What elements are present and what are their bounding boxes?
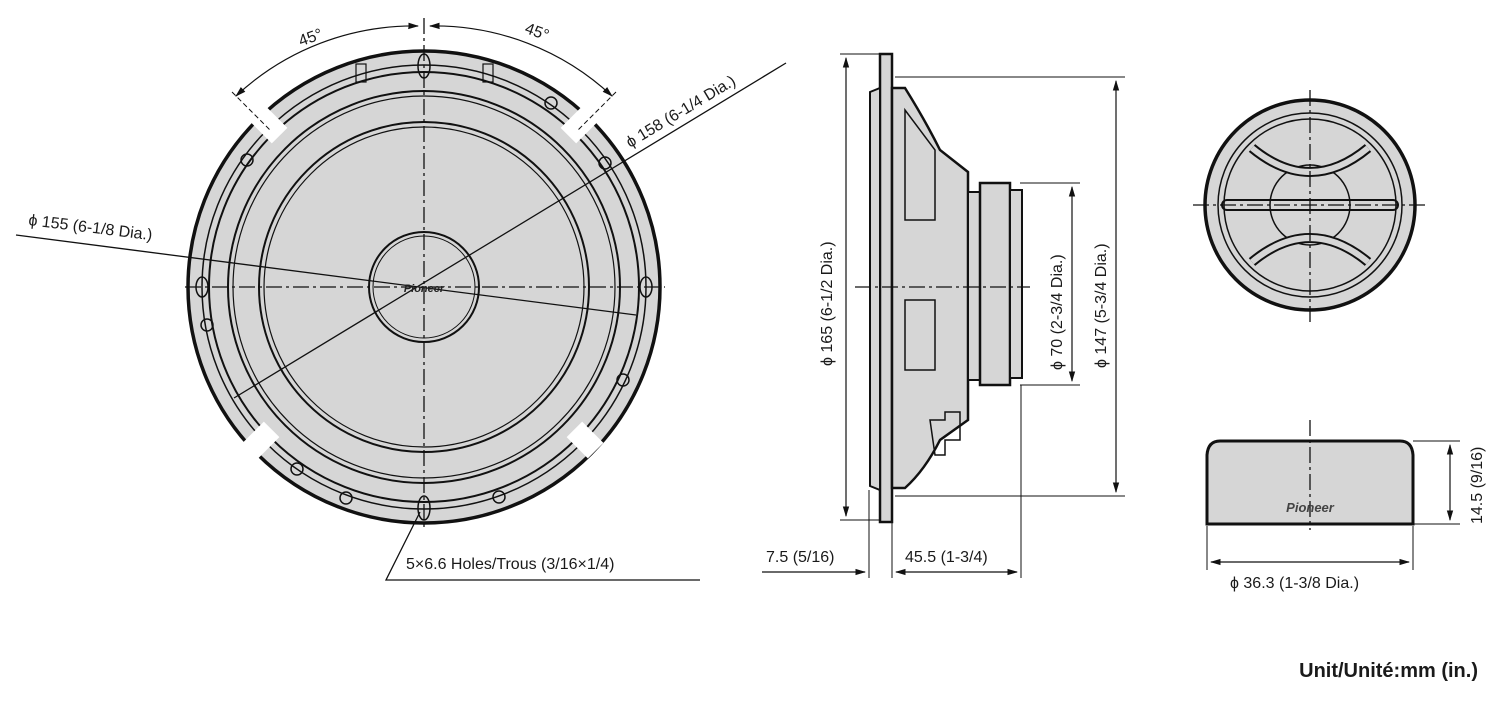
woofer-side-view (762, 52, 1125, 578)
unit-label: Unit/Unité:mm (in.) (1299, 660, 1478, 682)
tweeter-height-label: 14.5 (9/16) (1469, 447, 1486, 524)
dia-70-label: ϕ 70 (2-3/4 Dia.) (1049, 254, 1066, 370)
dia-147-label: ϕ 147 (5-3/4 Dia.) (1093, 243, 1110, 368)
dia-165-label: ϕ 165 (6-1/2 Dia.) (819, 241, 836, 366)
angle-left-label: 45° (296, 26, 325, 50)
woofer-front-view: Pioneer (15, 18, 787, 581)
pioneer-logo: Pioneer (404, 283, 445, 295)
angle-right-label: 45° (522, 20, 551, 44)
tweeter-front-view (1193, 90, 1427, 322)
tweeter-side-view: Pioneer (1205, 420, 1460, 570)
depth-rear-label: 45.5 (1-3/4) (905, 549, 988, 566)
dia-158-label: ϕ 158 (6-1/4 Dia.) (623, 73, 739, 152)
tweeter-pioneer-logo: Pioneer (1286, 500, 1335, 515)
tweeter-diameter-label: ϕ 36.3 (1-3/8 Dia.) (1230, 575, 1359, 592)
depth-front-label: 7.5 (5/16) (766, 549, 834, 566)
holes-label: 5×6.6 Holes/Trous (3/16×1/4) (406, 556, 614, 573)
